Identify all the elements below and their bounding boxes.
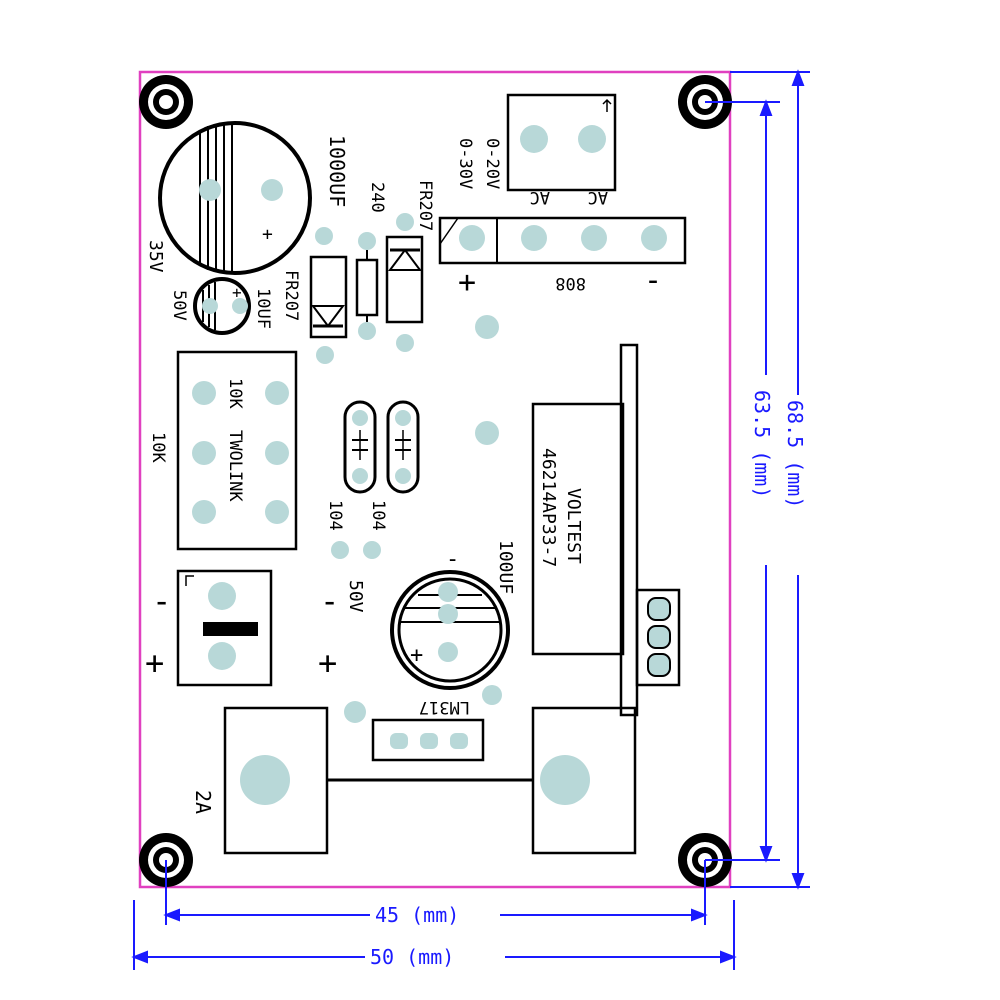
transformer-output-20v: 0-20V (482, 138, 502, 189)
ac-label-left: AC (530, 187, 550, 207)
capacitor-10uf-voltage: 50V (169, 290, 189, 321)
capacitor-100uf-outside-minus: - (320, 582, 339, 620)
input-connector (176, 569, 273, 687)
capacitor-100uf-value: 100UF (495, 540, 516, 594)
mounting-hole-top-left (139, 75, 193, 129)
regulator-lm317 (371, 718, 485, 762)
voltmeter-label-1: VOLTEST (563, 488, 584, 564)
capacitor-100uf-plus: + (410, 643, 423, 668)
dimension-label-bg-inner-width (370, 902, 500, 928)
capacitor-1000uf: + (158, 121, 312, 275)
capacitor-100uf-minus: - (446, 547, 459, 572)
potentiometer-value: 10K (148, 432, 168, 463)
capacitor-1000uf-voltage: 35V (145, 240, 166, 273)
dimension-inner-width: 45 (mm) (375, 903, 459, 927)
input-connector-plus: + (145, 644, 164, 682)
regulator-lm317-label: LM317 (419, 697, 470, 717)
transformer-output-30v: 0-30V (455, 138, 475, 189)
dimension-label-bg-inner-height (753, 375, 779, 565)
capacitor-10uf: + (193, 277, 251, 335)
diode-fr207-left (309, 227, 348, 364)
capacitor-10uf-value: 10UF (253, 288, 273, 329)
dimension-inner-height: 63.5 (mm) (750, 390, 774, 498)
capacitor-100uf (390, 570, 510, 690)
resistor-240-label: 240 (367, 182, 387, 213)
capacitor-104-right (386, 400, 420, 494)
capacitor-100uf-voltage: 50V (345, 580, 366, 613)
potentiometer-label-twolink: TWOLINK (225, 430, 245, 502)
fuse-holder-left (223, 706, 329, 855)
dimension-outer-width: 50 (mm) (370, 945, 454, 969)
output-terminal-minus: - (644, 263, 662, 298)
dimension-outer-height: 68.5 (mm) (783, 400, 807, 508)
capacitor-104-left-label: 104 (325, 500, 345, 531)
capacitor-104-left (343, 400, 377, 494)
diode-fr207-right-label: FR207 (415, 180, 435, 231)
via-pads (331, 315, 502, 723)
ac-label-right: AC (588, 187, 608, 207)
output-terminal-plus: + (458, 265, 476, 300)
capacitor-1000uf-value: 1000UF (325, 135, 349, 207)
dimension-label-bg-outer-width (365, 944, 505, 970)
voltmeter-module (531, 343, 681, 717)
potentiometer-label-10k: 10K (225, 378, 245, 409)
diode-fr207-left-label: FR207 (281, 270, 301, 321)
diode-fr207-right (385, 213, 424, 352)
resistor-240 (355, 232, 379, 340)
capacitor-104-right-label: 104 (368, 500, 388, 531)
output-terminal-block (438, 216, 687, 265)
output-terminal-code: 808 (555, 273, 586, 293)
svg-text:+: + (232, 283, 242, 302)
dimension-label-bg-outer-height (786, 395, 812, 575)
voltmeter-label-2: 46214AP33-7 (538, 448, 559, 567)
svg-text:+: + (262, 224, 273, 245)
fuse-label: 2A (191, 790, 215, 814)
capacitor-100uf-outside-plus: + (318, 644, 337, 682)
ac-input-connector (506, 93, 617, 192)
input-connector-minus: - (152, 582, 171, 620)
potentiometer-10k (176, 350, 298, 551)
board-outline (138, 70, 732, 889)
fuse-holder-right (531, 706, 637, 855)
